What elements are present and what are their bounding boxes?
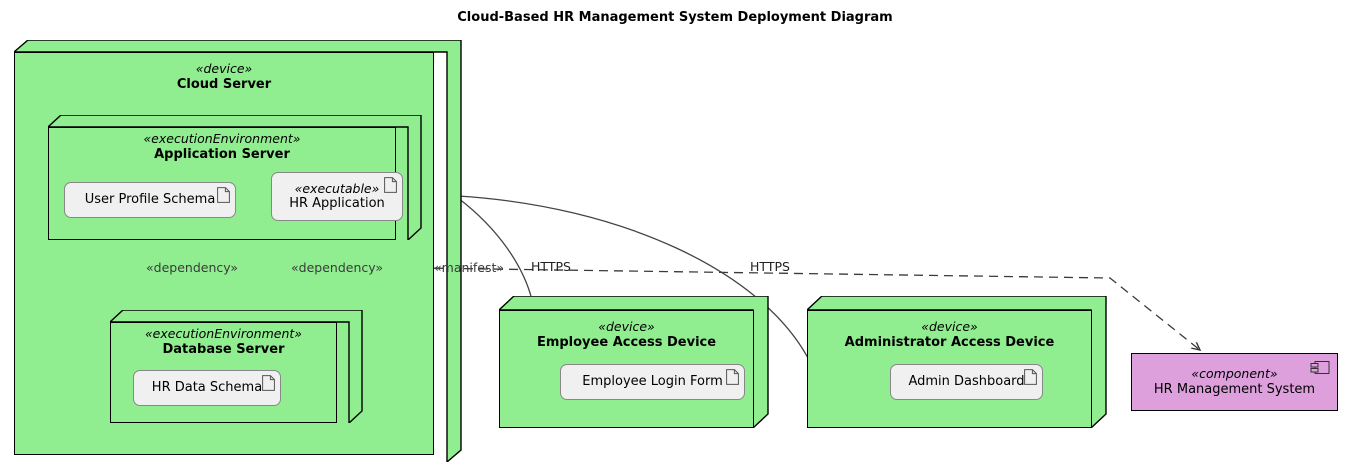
- component-icon: [1310, 361, 1330, 374]
- database-server-name: Database Server: [162, 341, 285, 357]
- artifact-hr-data-schema[interactable]: HR Data Schema: [133, 370, 281, 406]
- employee-device-name: Employee Access Device: [536, 334, 717, 350]
- artifact-document-icon: [262, 375, 275, 391]
- user-profile-schema-name: User Profile Schema: [84, 192, 216, 208]
- application-server-stereotype: «executionEnvironment»: [143, 131, 301, 146]
- employee-login-form-name: Employee Login Form: [582, 374, 723, 390]
- employee-device-stereotype: «device»: [598, 319, 655, 334]
- artifact-document-icon: [726, 369, 739, 385]
- artifact-document-icon: [384, 177, 397, 193]
- component-stereotype: «component»: [1191, 366, 1278, 382]
- edge-label-https-admin: HTTPS: [750, 259, 790, 274]
- component-hr-management-system[interactable]: «component» HR Management System: [1131, 353, 1338, 411]
- artifact-employee-login-form[interactable]: Employee Login Form: [560, 364, 745, 400]
- database-server-stereotype: «executionEnvironment»: [144, 326, 303, 341]
- hr-application-stereotype: «executable»: [294, 180, 380, 196]
- https-edge-employee: [457, 197, 533, 301]
- artifact-document-icon: [217, 187, 230, 203]
- artifact-document-icon: [1024, 369, 1037, 385]
- admin-device-stereotype: «device»: [921, 319, 978, 334]
- edge-label-https-employee: HTTPS: [531, 259, 571, 274]
- cloud-server-name: Cloud Server: [176, 76, 272, 92]
- admin-device-name: Administrator Access Device: [844, 334, 1055, 350]
- artifact-admin-dashboard[interactable]: Admin Dashboard: [890, 364, 1043, 400]
- edge-label-manifest: «manifest»: [434, 260, 505, 275]
- edge-label-dependency-left: «dependency»: [146, 260, 239, 275]
- component-name: HR Management System: [1153, 381, 1316, 397]
- page-title: Cloud-Based HR Management System Deploym…: [457, 10, 893, 25]
- hr-data-schema-name: HR Data Schema: [151, 380, 263, 396]
- cloud-server-stereotype: «device»: [195, 61, 253, 76]
- edge-label-dependency-right: «dependency»: [291, 260, 384, 275]
- admin-dashboard-name: Admin Dashboard: [908, 374, 1025, 390]
- application-server-name: Application Server: [154, 146, 290, 162]
- https-edge-admin: [457, 195, 809, 359]
- hr-application-name: HR Application: [289, 196, 385, 212]
- artifact-user-profile-schema[interactable]: User Profile Schema: [64, 182, 236, 218]
- artifact-hr-application[interactable]: «executable» HR Application: [271, 172, 403, 221]
